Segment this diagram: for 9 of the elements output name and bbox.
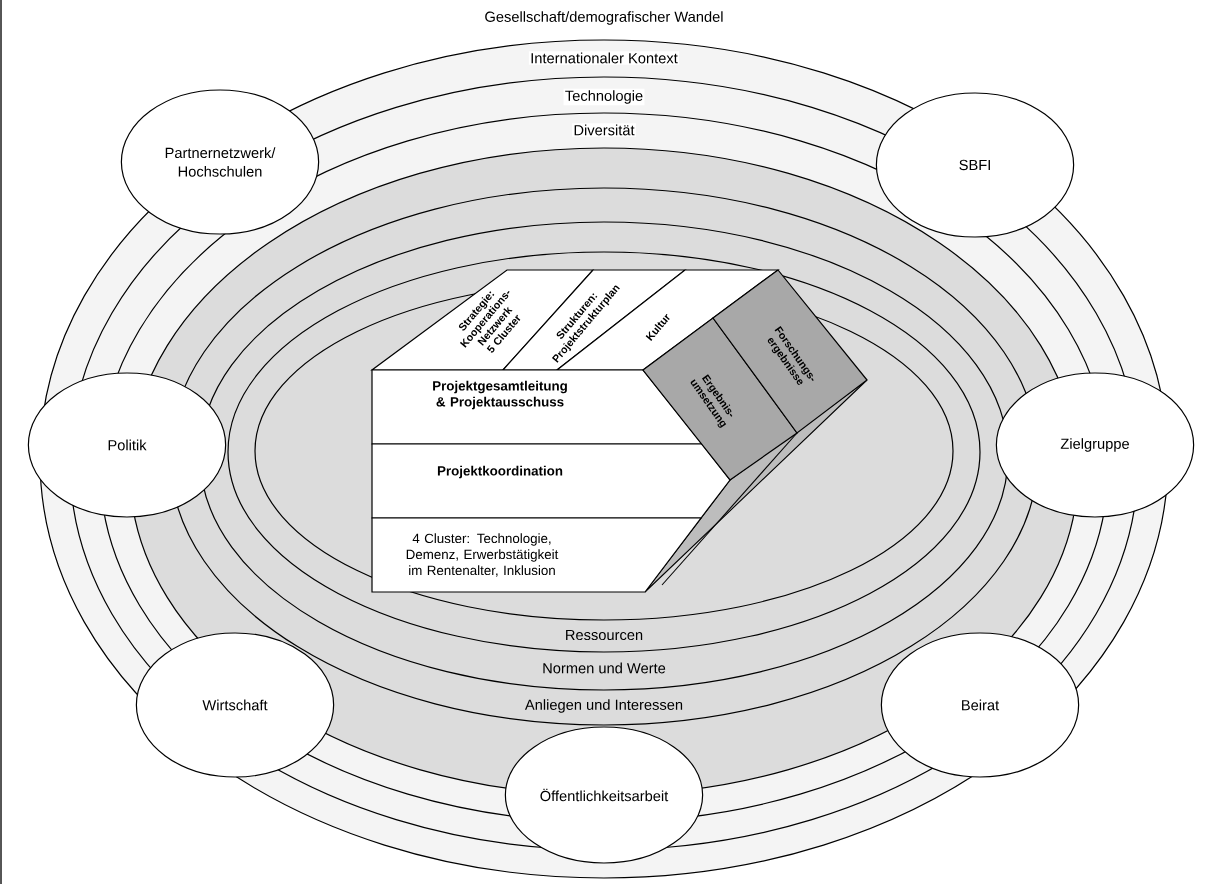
ring-label: Normen und Werte [543, 662, 666, 674]
ring-label: Gesellschaft/demografischer Wandel [485, 11, 723, 25]
ring-label: Diversität [572, 123, 636, 137]
node-label: Zielgruppe [1060, 438, 1129, 452]
ring-label: Ressourcen [566, 629, 643, 641]
ring-label: Internationaler Kontext [528, 51, 680, 65]
cube-face: 4 Cluster: Technologie, Demenz, Erwerbstätigkeit im Rentenalter, Inklusion [371, 517, 703, 593]
cube-face: Projektkoordination [371, 443, 731, 519]
ring-label: Anliegen und Interessen [524, 699, 683, 713]
